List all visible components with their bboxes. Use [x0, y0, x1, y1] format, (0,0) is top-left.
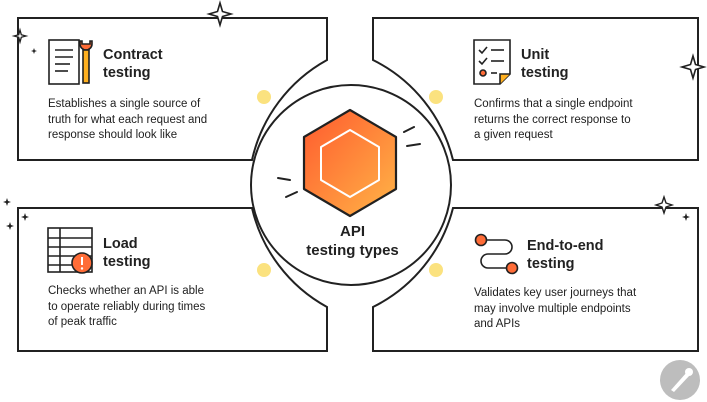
card-title-line1: End-to-end	[527, 238, 604, 254]
card-desc-line3: a given request	[474, 129, 553, 141]
card-desc-line2: returns the correct response to	[474, 113, 631, 126]
connector-dot-top-left	[257, 90, 271, 104]
card-title-e2e: End-to-end testing	[527, 237, 604, 273]
center-title-line2: testing types	[306, 242, 399, 259]
postman-logo-icon	[660, 360, 700, 400]
checklist-icon	[473, 39, 511, 85]
card-outline-contract	[17, 17, 328, 161]
table-warning-icon	[47, 227, 93, 274]
card-outline-e2e	[372, 207, 699, 352]
card-title-line1: Contract	[103, 47, 163, 63]
card-title-line2: testing	[521, 65, 569, 81]
card-title-line2: testing	[103, 65, 151, 81]
center-title: API testing types	[290, 222, 415, 260]
card-desc-line2: may involve multiple endpoints	[474, 302, 631, 315]
card-title-line2: testing	[103, 254, 151, 270]
connector-dot-top-right	[429, 90, 443, 104]
card-title-contract: Contract testing	[103, 46, 163, 82]
connector-dot-bottom-left	[257, 263, 271, 277]
card-desc-line1: Confirms that a single endpoint	[474, 98, 633, 110]
card-title-line1: Load	[103, 236, 138, 252]
card-desc-line1: Checks whether an API is able	[48, 285, 204, 297]
card-title-unit: Unit testing	[521, 46, 569, 82]
card-title-load: Load testing	[103, 235, 151, 271]
card-title-line2: testing	[527, 256, 575, 272]
card-desc-line3: of peak traffic	[48, 316, 117, 328]
card-desc-line1: Validates key user journeys that	[474, 287, 637, 299]
card-desc-line3: and APIs	[474, 318, 521, 330]
motion-lines	[277, 126, 421, 198]
card-desc-load: Checks whether an API is able to operate…	[48, 284, 205, 331]
hexagon-icon	[302, 108, 398, 218]
card-title-line1: Unit	[521, 47, 550, 63]
card-outline-unit	[372, 17, 699, 161]
card-outline-load	[17, 207, 328, 352]
card-desc-unit: Confirms that a single endpoint returns …	[474, 97, 633, 144]
connector-dot-bottom-right	[429, 263, 443, 277]
card-desc-contract: Establishes a single source of truth for…	[48, 97, 207, 144]
card-desc-line2: truth for what each request and	[48, 113, 208, 126]
sparkle-icons	[3, 0, 707, 230]
card-desc-e2e: Validates key user journeys that may inv…	[474, 286, 636, 333]
card-desc-line3: response should look like	[48, 129, 178, 141]
center-title-line1: API	[339, 223, 365, 240]
document-wrench-icon	[48, 39, 93, 85]
route-icon	[474, 233, 519, 275]
card-desc-line1: Establishes a single source of	[48, 98, 201, 110]
card-desc-line2: to operate reliably during times	[48, 300, 206, 313]
